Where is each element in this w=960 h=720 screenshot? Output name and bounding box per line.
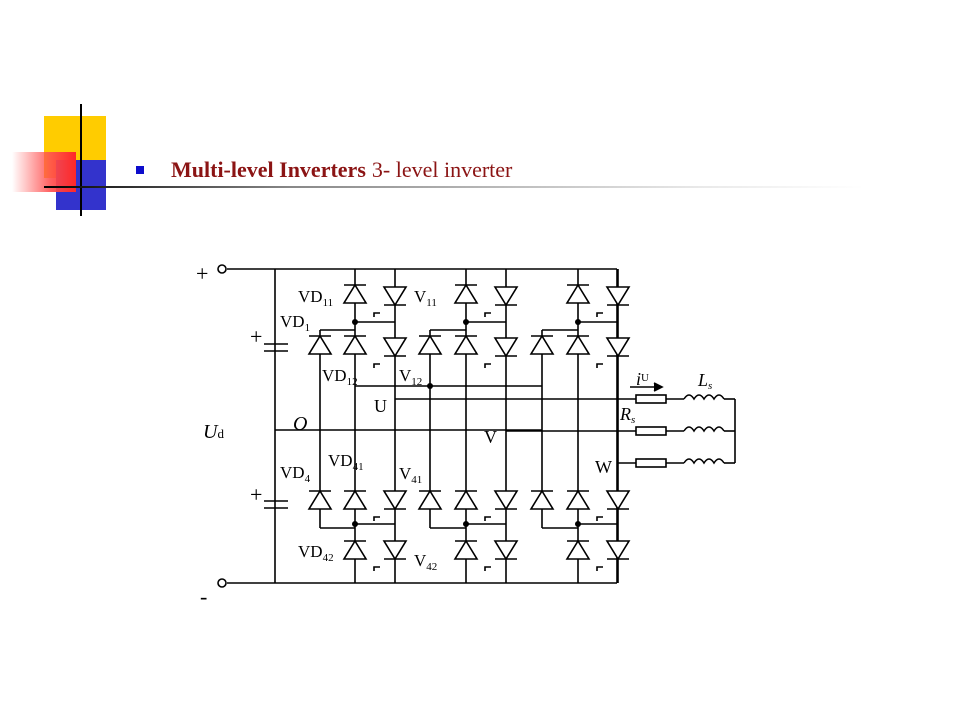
v11-label: V11 [414, 287, 437, 309]
diode-w-12 [566, 335, 590, 355]
current-iu-label: iU [636, 369, 649, 389]
neutral-o-label: O [293, 413, 307, 435]
v12-label: V12 [399, 366, 422, 388]
switch-w-41 [606, 490, 630, 510]
diode-vd12 [343, 335, 367, 355]
diode-v-42 [454, 540, 478, 560]
deco-vertical-line [80, 104, 82, 216]
diode-w-42 [566, 540, 590, 560]
v42-label: V42 [414, 551, 437, 573]
diode-vd11 [343, 284, 367, 304]
switch-v-41 [494, 490, 518, 510]
switch-v12 [383, 337, 407, 357]
switch-w-12 [606, 337, 630, 357]
clamp-diode-v-lower [418, 490, 442, 510]
switch-v-12 [494, 337, 518, 357]
vd1-label: VD1 [280, 312, 310, 334]
diode-w-41 [566, 490, 590, 510]
phase-u-label: U [374, 396, 387, 416]
diode-v-12 [454, 335, 478, 355]
slide-title: Multi-level Inverters 3- level inverter [136, 152, 512, 188]
diode-vd41 [343, 490, 367, 510]
switch-v41 [383, 490, 407, 510]
phase-v-label: V [484, 427, 497, 447]
diode-vd42 [343, 540, 367, 560]
clamp-diode-vd1-u [308, 335, 332, 355]
cap-plus-lower-label: + [250, 482, 262, 507]
diode-v-11 [454, 284, 478, 304]
square-bullet-icon [136, 166, 144, 174]
vd11-label: VD11 [298, 287, 333, 309]
switch-v-42 [494, 540, 518, 560]
ud-label: Ud [203, 421, 224, 443]
deco-horizontal-line [44, 186, 864, 188]
vd4-label: VD4 [280, 463, 311, 485]
clamp-diode-v [418, 335, 442, 355]
title-bold-text: Multi-level Inverters [171, 157, 366, 182]
dc-minus-label: - [200, 584, 207, 609]
switch-v11 [383, 286, 407, 306]
vd42-label: VD42 [298, 542, 334, 564]
rs-label: Rs [619, 404, 635, 426]
diode-w-11 [566, 284, 590, 304]
switch-v-11 [494, 286, 518, 306]
dc-plus-terminal [217, 264, 227, 274]
switch-w-11 [606, 286, 630, 306]
dc-minus-terminal [217, 578, 227, 588]
vd41-label: VD41 [328, 451, 364, 473]
vd12-label: VD12 [322, 366, 358, 388]
clamp-diode-vd4-u [308, 490, 332, 510]
v41-label: V41 [399, 464, 422, 486]
clamp-diode-w [530, 335, 554, 355]
phase-w-label: W [595, 457, 612, 477]
cap-plus-upper-label: + [250, 324, 262, 349]
title-rest-text: 3- level inverter [371, 157, 513, 182]
diode-v-41 [454, 490, 478, 510]
ls-label: Ls [697, 370, 712, 392]
dc-plus-label: + [196, 261, 208, 286]
deco-red-gradient [12, 152, 76, 192]
switch-v42 [383, 540, 407, 560]
clamp-diode-w-lower [530, 490, 554, 510]
switch-w-42 [606, 540, 630, 560]
